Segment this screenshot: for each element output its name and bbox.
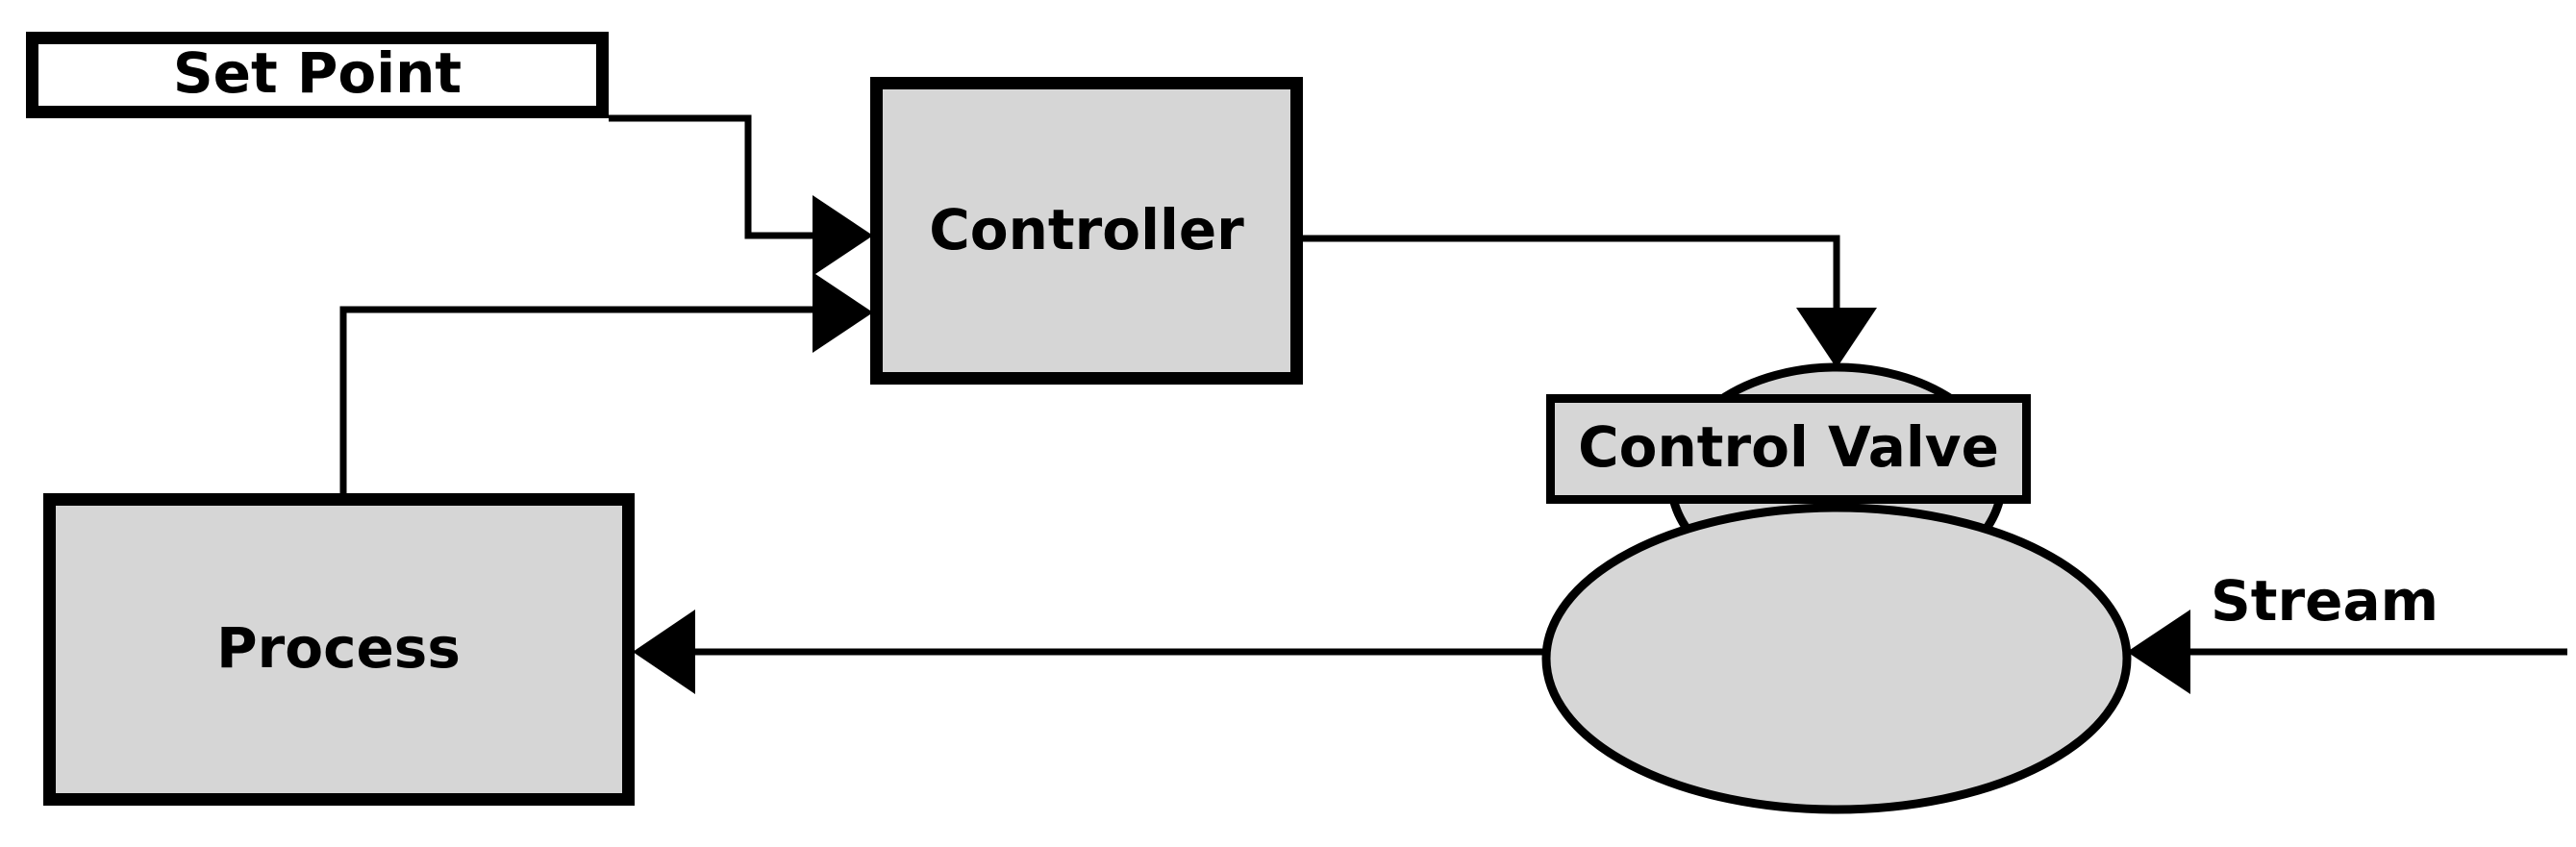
process-box[interactable]	[43, 493, 635, 806]
process-label: Process	[216, 615, 461, 681]
stream-label: Stream	[2211, 568, 2438, 634]
set-point-label: Set Point	[173, 40, 462, 106]
setpoint-to-controller-line	[609, 114, 813, 239]
connection-process-to-controller	[339, 272, 873, 498]
node-process[interactable]: Process	[43, 493, 635, 806]
connection-setpoint-to-controller	[609, 114, 873, 276]
control-valve-body-ellipse[interactable]	[1541, 503, 2132, 814]
setpoint-to-controller-arrowhead	[813, 195, 873, 276]
process-to-controller-arrowhead	[813, 272, 873, 353]
valve-to-process-arrowhead	[633, 610, 695, 694]
node-set-point[interactable]: Set Point	[26, 32, 609, 118]
connection-stream-to-valve	[2127, 610, 2567, 694]
node-controller[interactable]: Controller	[870, 77, 1303, 385]
controller-to-valve-arrowhead	[1796, 308, 1877, 368]
controller-label: Controller	[929, 197, 1244, 262]
stream-to-valve-arrowhead	[2127, 610, 2190, 694]
control-valve-label-plate[interactable]	[1546, 394, 2031, 504]
control-valve-label: Control Valve	[1578, 414, 1999, 480]
controller-box[interactable]	[870, 77, 1303, 385]
node-control-valve[interactable]: Control Valve	[1541, 362, 2132, 814]
set-point-box[interactable]	[26, 32, 609, 118]
connection-controller-to-valve	[1303, 235, 1877, 368]
process-feedback-line	[339, 306, 813, 498]
controller-to-valve-line	[1303, 235, 1840, 308]
connection-valve-to-process	[633, 610, 1545, 694]
